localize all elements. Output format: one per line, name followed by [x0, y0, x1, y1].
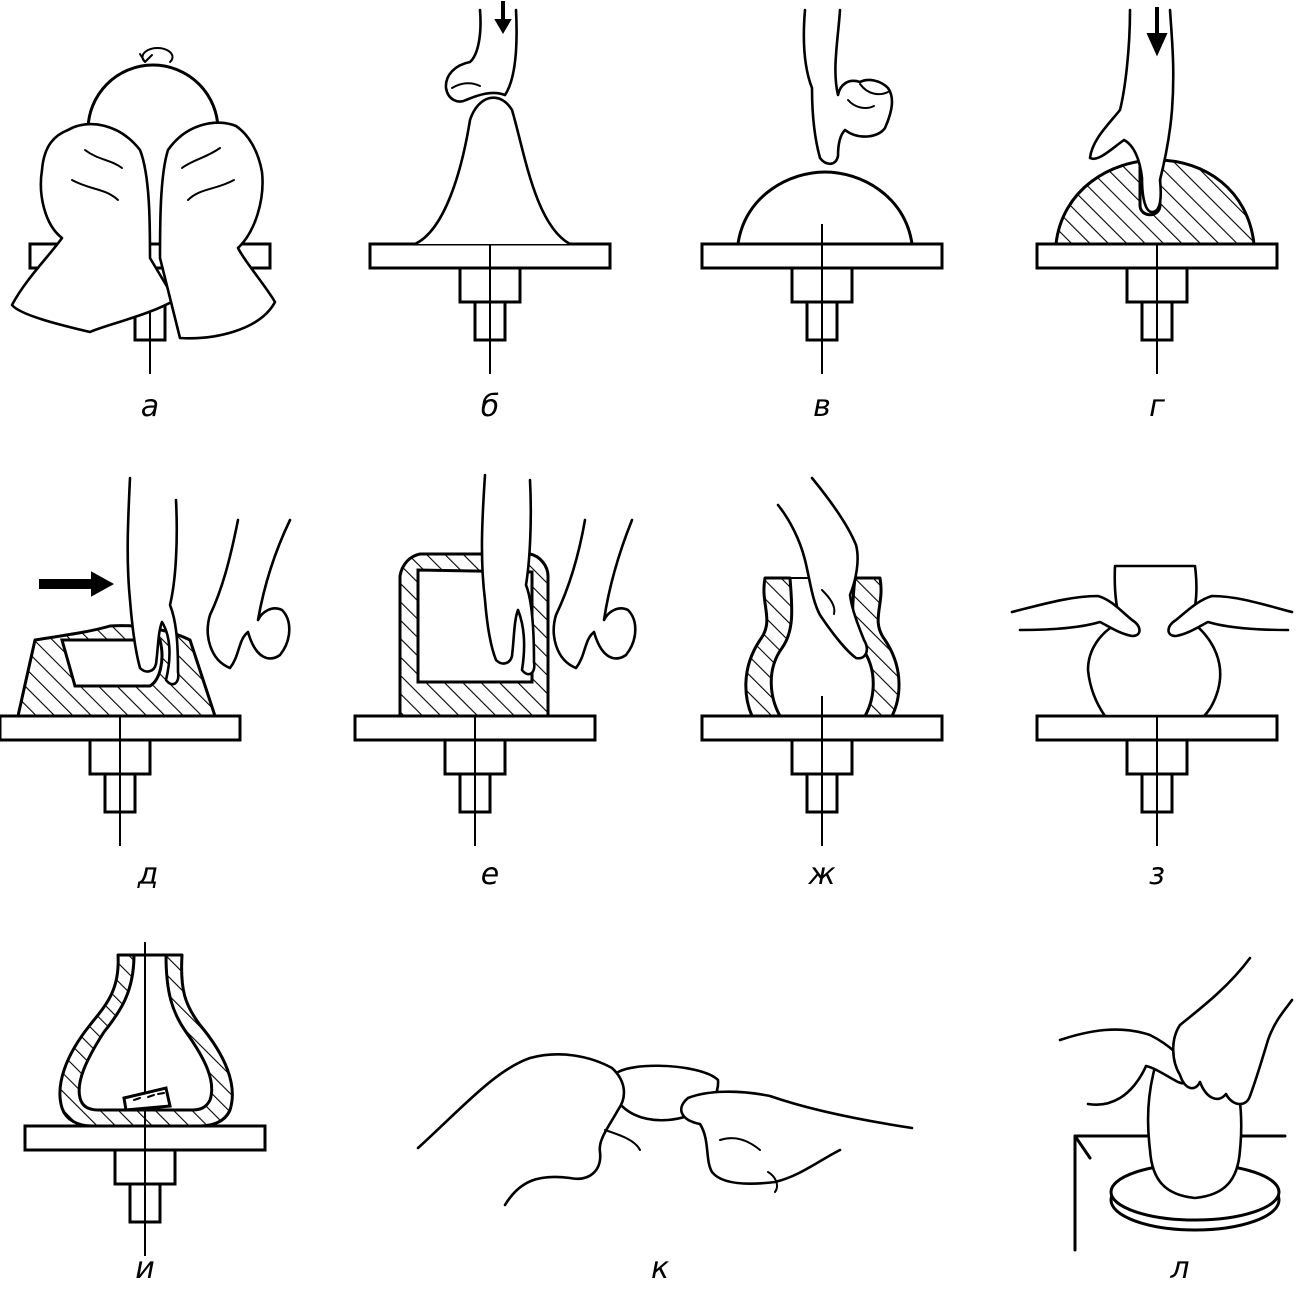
- down-arrow-bold-icon: [1146, 7, 1168, 57]
- wheel-d: [0, 694, 242, 848]
- panel-i: и: [23, 942, 267, 1286]
- rotation-arrow-icon: [139, 47, 174, 63]
- panel-label-v: в: [813, 389, 831, 424]
- panel-label-l: л: [1169, 1251, 1189, 1286]
- panel-label-k: к: [651, 1251, 669, 1286]
- panel-label-z: з: [1149, 857, 1165, 892]
- clay-cone: [413, 96, 572, 246]
- right-arrow-icon: [39, 571, 115, 597]
- panel-label-b: б: [481, 389, 500, 424]
- panel-z: з: [1010, 564, 1294, 892]
- panel-label-e: е: [481, 857, 499, 892]
- hand-g: [1088, 8, 1175, 214]
- panel-zh: ж: [700, 476, 944, 892]
- hand-d-side: [206, 518, 292, 670]
- clay-section-zh: [744, 576, 794, 718]
- clay-flat-dome: [736, 170, 914, 246]
- hand-zh: [776, 476, 869, 660]
- left-hand-a-fingers: [71, 149, 123, 201]
- pot-z: [1086, 564, 1222, 718]
- wheel-b: [368, 222, 612, 376]
- wheel-zh: [700, 694, 944, 848]
- wheel-i: [23, 1104, 267, 1258]
- left-hand-z: [1010, 594, 1141, 638]
- wheel-e: [353, 694, 597, 848]
- panel-d: д: [0, 476, 292, 892]
- right-hand-k: [679, 1090, 914, 1185]
- left-hand-a: [10, 122, 177, 334]
- hand-d-main: [126, 476, 180, 686]
- panel-k: к: [416, 1053, 914, 1286]
- right-hand-z: [1167, 594, 1294, 638]
- panel-label-g: г: [1149, 389, 1165, 424]
- right-hand-l: [1171, 956, 1294, 1106]
- right-hand-a: [158, 121, 277, 340]
- panel-a: а: [10, 47, 277, 424]
- left-hand-k: [416, 1053, 626, 1207]
- left-hand-l: [1058, 1028, 1193, 1107]
- panel-v: в: [700, 8, 944, 424]
- hand-e-side: [552, 518, 637, 670]
- panel-g: г: [1035, 7, 1279, 424]
- panel-b: б: [368, 1, 612, 424]
- panel-label-zh: ж: [807, 857, 835, 892]
- panel-e: е: [353, 473, 637, 892]
- wheel-g: [1035, 222, 1279, 376]
- hand-b: [444, 8, 518, 103]
- hand-v: [802, 8, 894, 166]
- panel-label-a: а: [141, 389, 159, 424]
- hand-v-fingers: [847, 83, 889, 109]
- panel-l: л: [1058, 956, 1294, 1286]
- left-hand-k-finger: [604, 1129, 641, 1151]
- hand-zh-finger: [821, 589, 836, 615]
- wheel-v: [700, 222, 944, 376]
- right-hand-a-fingers: [181, 147, 235, 201]
- panel-label-d: д: [137, 857, 159, 892]
- down-arrow-icon: [494, 1, 512, 34]
- wheel-z: [1035, 694, 1279, 848]
- clay-piece-marks: [133, 1092, 165, 1101]
- hand-e-main: [480, 473, 536, 676]
- right-hand-k-fingers: [719, 1137, 778, 1193]
- hand-b-finger: [451, 82, 481, 89]
- panel-label-i: и: [135, 1251, 155, 1286]
- clay-dome-a: [86, 63, 220, 132]
